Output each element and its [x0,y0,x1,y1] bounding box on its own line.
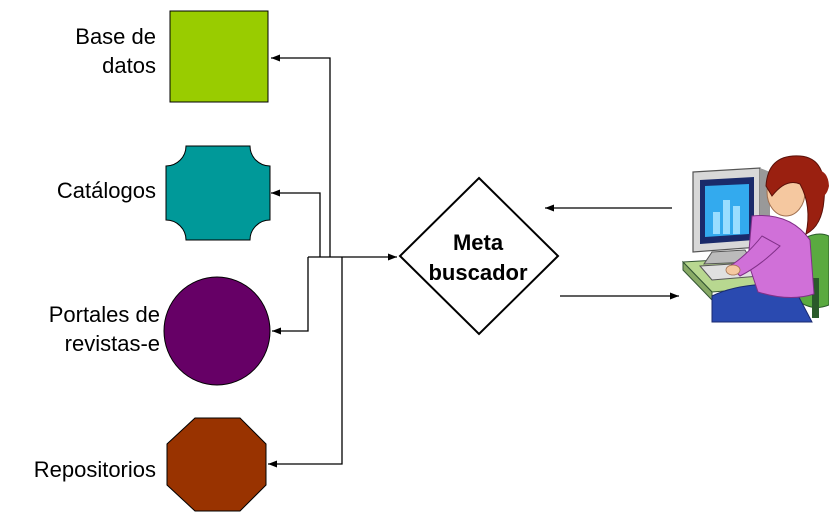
database-label: Base de datos [20,22,156,80]
arrow-to-portals [272,257,309,335]
journal-portals-label-line-1: Portales de [48,302,160,327]
journal-portals-label-line-2: revistas-e [64,331,160,356]
catalogs-label: Catálogos [10,176,156,205]
repository-octagon-shape [166,417,267,512]
repositories-label-line-1: Repositorios [33,457,156,482]
catalog-plaque-shape [165,145,271,241]
metabuscador-label: Meta buscador [408,228,548,288]
arrow-to-catalogs [271,189,321,257]
arrow-to-repositories [268,257,343,468]
journal-portals-label: Portales de revistas-e [10,300,160,358]
metabuscador-label-line-1: Meta [452,230,504,255]
database-square-shape [169,10,269,103]
repositories-label: Repositorios [0,455,156,484]
database-label-line-1: Base de [75,24,156,49]
metabuscador-diamond-shape [398,176,560,336]
user-at-computer-icon [681,155,829,323]
metabuscador-label-line-2: buscador [428,260,528,285]
arrow-to-database [271,54,331,257]
journal-portal-circle-shape [163,276,271,386]
catalogs-label-line-1: Catálogos [56,178,156,203]
connector-lines [268,54,679,468]
database-label-line-2: datos [102,53,156,78]
